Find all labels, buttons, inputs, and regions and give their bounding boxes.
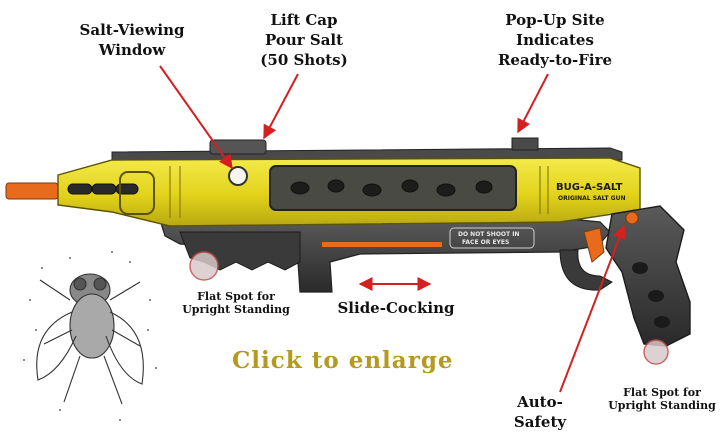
grip-bug-decals <box>632 262 670 328</box>
lift-cap-label: Lift Cap Pour Salt (50 Shots) <box>244 10 364 70</box>
trigger-guard <box>559 249 613 291</box>
auto-safety-label: Auto- Safety <box>500 392 580 432</box>
barrel-vent <box>67 183 93 195</box>
bug-decals <box>290 179 493 197</box>
pop-up-arrow <box>517 73 549 134</box>
pop-up-sight <box>511 137 539 151</box>
salt-viewing-arrow <box>159 65 233 170</box>
brand-decal: BUG-A-SALT <box>556 182 623 193</box>
auto-safety-line-2: Safety <box>513 413 567 431</box>
flat-spot-right-marker <box>643 339 669 365</box>
pop-up-line-3: Ready-to-Fire <box>497 51 613 69</box>
salt-viewing-label: Salt-Viewing Window <box>52 20 212 60</box>
pop-up-line-2: Indicates <box>516 31 594 49</box>
lift-cap-line-2: Pour Salt <box>264 31 344 49</box>
lift-cap <box>209 139 267 155</box>
click-to-enlarge-link[interactable]: Click to enlarge <box>232 347 454 374</box>
salt-viewing-window <box>228 166 248 186</box>
barrel-vent <box>91 183 117 195</box>
flat-spot-left-line-1: Flat Spot for <box>197 290 275 303</box>
bug-window <box>269 165 517 211</box>
salt-speckles <box>23 251 157 421</box>
slide-cocking-text: Slide-Cocking <box>337 299 455 317</box>
warning-decal-line-2: FACE OR EYES <box>462 239 509 246</box>
salt-viewing-line-1: Salt-Viewing <box>79 21 185 39</box>
slide-cocking-label: Slide-Cocking <box>316 298 476 318</box>
warning-decal-line-1: DO NOT SHOOT IN <box>458 231 519 238</box>
body-ridges <box>169 166 549 218</box>
slide-orange-stripe <box>322 242 442 247</box>
auto-safety-arrow <box>559 224 626 393</box>
auto-safety-line-1: Auto- <box>517 393 563 411</box>
pop-up-label: Pop-Up Site Indicates Ready-to-Fire <box>470 10 640 70</box>
trigger <box>583 227 605 263</box>
lift-cap-line-3: (50 Shots) <box>260 51 348 69</box>
flat-spot-left-marker <box>189 251 219 281</box>
front-band <box>119 171 155 215</box>
pistol-grip <box>605 205 691 347</box>
flat-spot-right-label: Flat Spot for Upright Standing <box>600 386 724 412</box>
flat-spot-right-line-2: Upright Standing <box>608 399 716 412</box>
pop-up-line-1: Pop-Up Site <box>505 11 605 29</box>
warning-decal-box <box>449 227 535 249</box>
flat-spot-right-line-1: Flat Spot for <box>623 386 701 399</box>
brand-sub-decal: ORIGINAL SALT GUN <box>558 195 625 202</box>
lift-cap-arrow <box>263 73 299 140</box>
muzzle-tip <box>5 182 59 200</box>
lift-cap-line-1: Lift Cap <box>270 11 338 29</box>
flat-spot-left-line-2: Upright Standing <box>182 303 290 316</box>
flat-spot-left-label: Flat Spot for Upright Standing <box>176 290 296 316</box>
auto-safety-button <box>625 211 639 225</box>
barrel-vent <box>115 183 139 195</box>
fly-icon <box>36 273 144 405</box>
salt-viewing-line-2: Window <box>98 41 166 59</box>
